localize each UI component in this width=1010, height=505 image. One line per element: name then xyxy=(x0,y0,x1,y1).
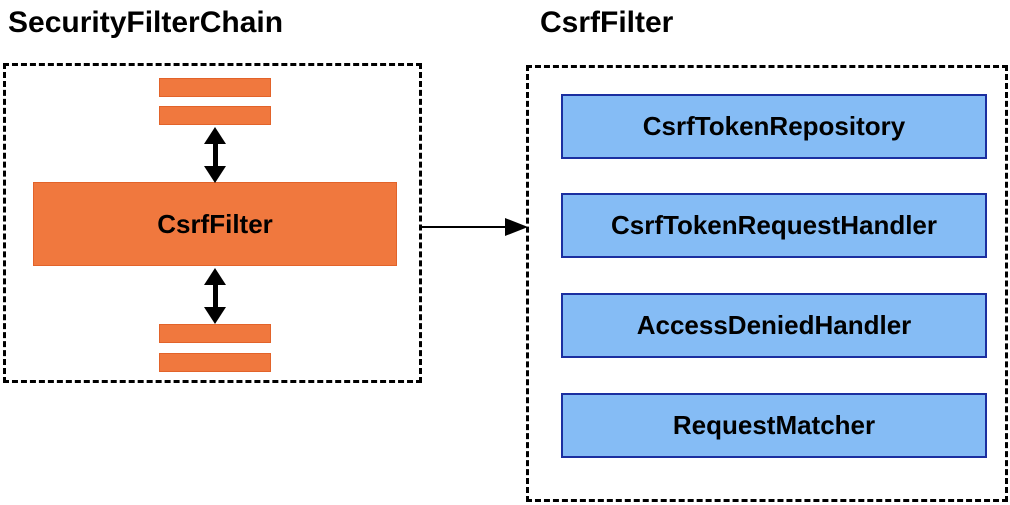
arrow-up-head-icon xyxy=(204,127,226,144)
filter-placeholder-bar xyxy=(159,78,271,97)
security-filter-chain-title: SecurityFilterChain xyxy=(8,6,284,39)
arrow-shaft xyxy=(212,284,218,308)
csrf-filter-title: CsrfFilter xyxy=(540,6,674,39)
arrow-down-head-icon xyxy=(204,166,226,183)
security-filter-chain-panel xyxy=(3,63,422,383)
filter-placeholder-bar xyxy=(159,106,271,125)
bidirectional-arrow-icon xyxy=(204,127,226,183)
arrow-shaft xyxy=(421,226,505,228)
arrow-shaft xyxy=(212,143,218,167)
component-box-request-matcher: RequestMatcher xyxy=(541,393,987,477)
component-box-csrf-token-repository: CsrfTokenRepository xyxy=(541,94,987,178)
component-box-access-denied-handler: AccessDeniedHandler xyxy=(541,293,987,377)
arrow-up-head-icon xyxy=(204,268,226,285)
filter-placeholder-bar xyxy=(159,353,271,372)
right-arrow-icon xyxy=(421,218,528,236)
csrf-filter-panel xyxy=(526,65,1008,502)
component-box-csrf-token-request-handler: CsrfTokenRequestHandler xyxy=(541,193,987,277)
arrow-down-head-icon xyxy=(204,307,226,324)
csrf-filter-box: CsrfFilter xyxy=(12,182,397,286)
filter-placeholder-bar xyxy=(159,324,271,343)
arrow-right-head-icon xyxy=(505,218,528,236)
bidirectional-arrow-icon xyxy=(204,268,226,324)
